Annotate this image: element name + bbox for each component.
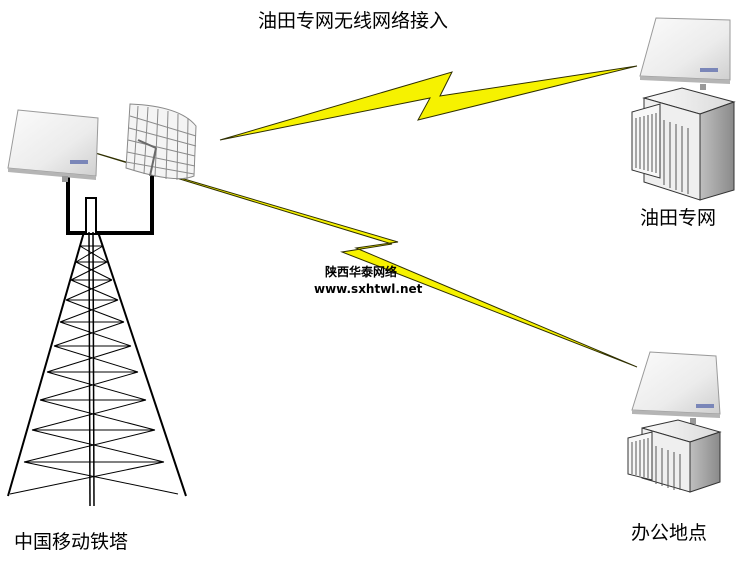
diagram-title: 油田专网无线网络接入	[258, 10, 449, 32]
grid-antenna-icon	[125, 103, 197, 181]
oilfield-antenna-icon	[639, 17, 731, 90]
panel-antenna-icon	[7, 109, 99, 182]
wireless-link-office	[71, 145, 638, 368]
watermark-company: 陕西华泰网络	[325, 265, 398, 279]
lattice-tower-icon	[7, 172, 187, 507]
office-antenna-icon	[631, 351, 721, 424]
office-server-icon	[627, 419, 722, 493]
office-location-label: 办公地点	[631, 522, 708, 544]
watermark-url: www.sxhtwl.net	[314, 282, 423, 296]
tower-label: 中国移动铁塔	[14, 531, 129, 553]
wireless-link-oilfield	[219, 65, 638, 141]
oilfield-server-icon	[631, 87, 736, 201]
oilfield-network-label: 油田专网	[640, 207, 717, 229]
